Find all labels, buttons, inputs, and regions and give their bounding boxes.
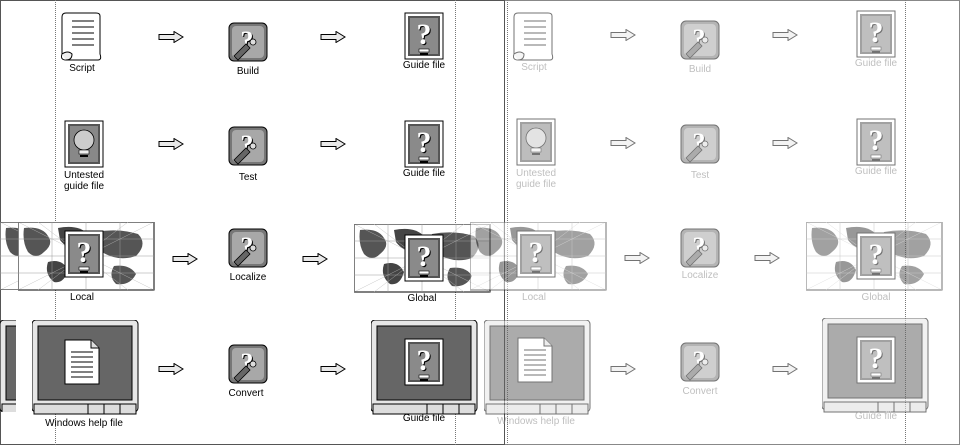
- hammer-wrench-question-icon: [228, 22, 268, 62]
- ghost-row-2-process-label: Test: [690, 170, 710, 181]
- right-arrow-icon: [320, 138, 346, 150]
- row-2-process-label: Test: [238, 172, 258, 183]
- scroll-icon: [61, 12, 102, 61]
- ghost-row-1-source-label: Script: [521, 62, 547, 73]
- question-lightbulb-document-icon: [404, 120, 444, 168]
- hammer-wrench-question-icon: [680, 20, 720, 60]
- scroll-icon: [513, 12, 554, 61]
- question-lightbulb-document-icon: [856, 232, 896, 280]
- ghost-row-1-target-label: Guide file: [854, 58, 898, 69]
- ghost-row-3-source-label: Local: [522, 292, 546, 303]
- row-3-source-label: Local: [70, 292, 94, 303]
- ghost-row-1-process-label: Build: [688, 64, 712, 75]
- world-map-icon: [0, 222, 20, 290]
- row-3-process-label: Localize: [229, 272, 267, 283]
- ghost-row-3-target-label: Global: [861, 292, 891, 303]
- right-arrow-icon: [772, 137, 798, 149]
- question-lightbulb-document-icon: [856, 118, 896, 166]
- right-arrow-icon: [320, 31, 346, 43]
- right-arrow-icon: [754, 252, 780, 264]
- right-arrow-icon: [624, 252, 650, 264]
- hammer-wrench-question-icon: [680, 342, 720, 382]
- ghost-row-4-target-label: Guide file: [854, 411, 898, 422]
- document-icon: [517, 337, 553, 383]
- right-arrow-icon: [772, 29, 798, 41]
- ghost-frame: [505, 0, 960, 445]
- lightbulb-document-icon: [64, 120, 104, 168]
- ghost-row-4-process-label: Convert: [682, 386, 718, 397]
- row-1-source-label: Script: [69, 63, 95, 74]
- ghost-row-4-source-label: Windows help file: [497, 416, 575, 427]
- row-1-process-label: Build: [236, 66, 260, 77]
- hammer-wrench-question-icon: [680, 228, 720, 268]
- hammer-wrench-question-icon: [228, 344, 268, 384]
- right-arrow-icon: [302, 253, 328, 265]
- monitor-icon: [0, 320, 16, 412]
- guide-line: [455, 0, 456, 445]
- question-lightbulb-document-icon: [856, 10, 896, 58]
- row-4-source-label: Windows help file: [45, 418, 123, 429]
- question-lightbulb-document-icon: [404, 234, 444, 282]
- right-arrow-icon: [172, 253, 198, 265]
- ghost-row-2-source-label: Untested guide file: [515, 168, 557, 190]
- right-arrow-icon: [772, 363, 798, 375]
- right-arrow-icon: [158, 363, 184, 375]
- right-arrow-icon: [158, 31, 184, 43]
- hammer-wrench-question-icon: [228, 228, 268, 268]
- row-2-target-label: Guide file: [402, 168, 446, 179]
- ghost-row-3-process-label: Localize: [681, 270, 719, 281]
- lightbulb-document-icon: [516, 118, 556, 166]
- right-arrow-icon: [158, 138, 184, 150]
- right-arrow-icon: [610, 29, 636, 41]
- question-lightbulb-document-icon: [64, 230, 104, 278]
- right-arrow-icon: [610, 137, 636, 149]
- right-arrow-icon: [610, 363, 636, 375]
- hammer-wrench-question-icon: [680, 124, 720, 164]
- row-4-target-label: Guide file: [402, 413, 446, 424]
- document-icon: [64, 339, 100, 385]
- row-1-target-label: Guide file: [402, 60, 446, 71]
- question-lightbulb-document-icon: [516, 230, 556, 278]
- right-arrow-icon: [320, 363, 346, 375]
- hammer-wrench-question-icon: [228, 126, 268, 166]
- question-lightbulb-document-icon: [856, 336, 896, 384]
- ghost-row-2-target-label: Guide file: [854, 166, 898, 177]
- row-4-process-label: Convert: [228, 388, 264, 399]
- row-3-target-label: Global: [407, 293, 437, 304]
- question-lightbulb-document-icon: [404, 338, 444, 386]
- row-2-source-label: Untested guide file: [63, 170, 105, 192]
- question-lightbulb-document-icon: [404, 12, 444, 60]
